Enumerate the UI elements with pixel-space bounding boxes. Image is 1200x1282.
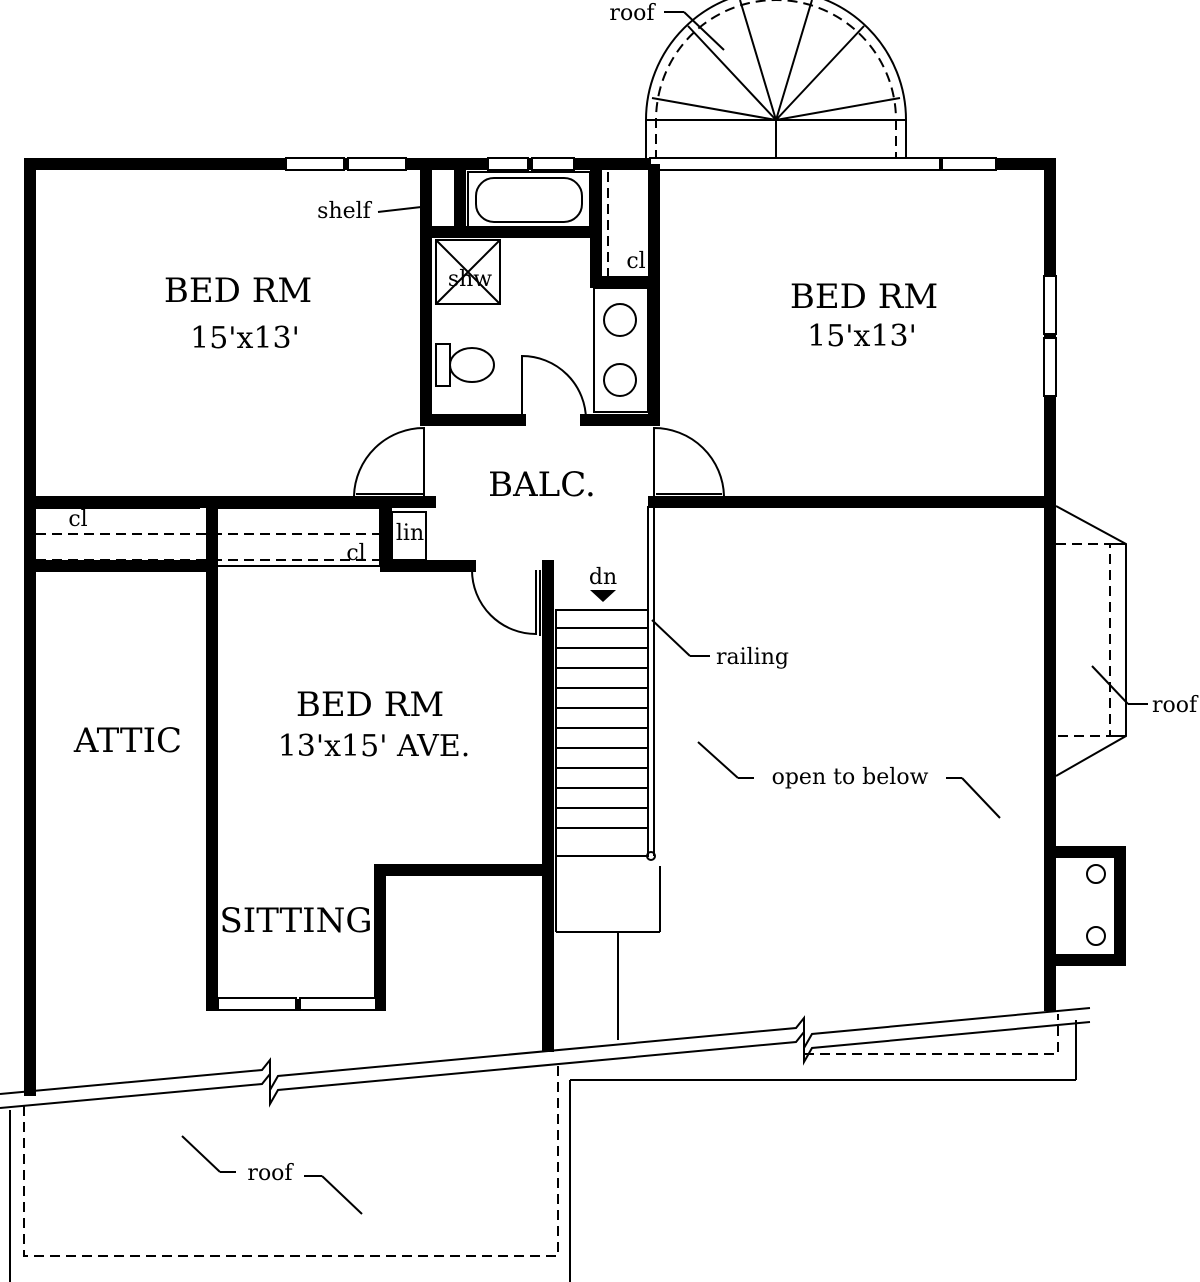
sitting-window bbox=[217, 997, 297, 1011]
bed-nw-size: 15'x13' bbox=[190, 321, 300, 356]
bed-nw-name: BED RM bbox=[164, 271, 312, 311]
down-label: dn bbox=[589, 565, 617, 590]
lower-roof bbox=[0, 559, 1091, 1282]
attic-label: ATTIC bbox=[73, 721, 182, 761]
top-roof-projection bbox=[645, 0, 907, 160]
closet-west-label: cl bbox=[68, 507, 87, 532]
closet-center-label: cl bbox=[346, 541, 365, 566]
open-to-below-label: open to below bbox=[772, 765, 929, 790]
roof-right-label: roof bbox=[1152, 693, 1199, 718]
bed-ne-name: BED RM bbox=[790, 277, 938, 317]
leader-lines bbox=[181, 11, 1148, 1215]
interior-walls bbox=[24, 164, 1126, 1052]
bathroom-fixtures bbox=[435, 171, 649, 421]
stair bbox=[555, 506, 661, 1040]
closet-ne-label: cl bbox=[626, 249, 645, 274]
sitting-label: SITTING bbox=[219, 901, 372, 941]
roof-top-label: roof bbox=[609, 1, 656, 26]
down-arrow-icon bbox=[590, 590, 616, 602]
shelf-label: shelf bbox=[317, 199, 373, 224]
bed-ne-size: 15'x13' bbox=[807, 319, 917, 354]
top-windows bbox=[285, 157, 997, 171]
balcony-label: BALC. bbox=[488, 465, 596, 505]
shower-label: shw bbox=[448, 267, 492, 292]
bed-center-name: BED RM bbox=[296, 685, 444, 725]
sitting-window-2 bbox=[299, 997, 377, 1011]
bed-center-size: 13'x15' AVE. bbox=[278, 729, 471, 764]
linen-label: lin bbox=[396, 521, 424, 546]
right-roof-bay bbox=[1055, 505, 1127, 946]
balcony-doors bbox=[353, 426, 725, 636]
railing-label: railing bbox=[716, 645, 789, 670]
closet-shelves bbox=[36, 172, 609, 567]
right-windows bbox=[1043, 275, 1057, 397]
roof-bottom-label: roof bbox=[247, 1161, 294, 1186]
